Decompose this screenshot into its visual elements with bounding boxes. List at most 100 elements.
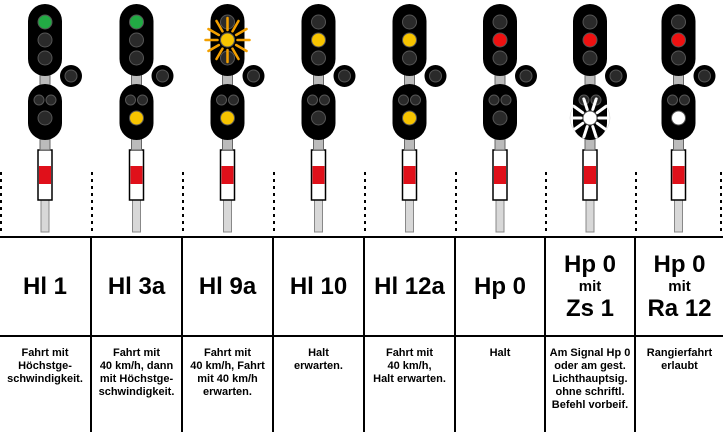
top-signal-lamp	[582, 14, 598, 30]
top-signal-lamp	[402, 32, 417, 48]
aspect-name-line: Hp 0	[653, 250, 706, 278]
flashing-rays	[572, 104, 585, 115]
aspect-name-line: mit	[578, 277, 602, 295]
flashing-rays	[591, 97, 598, 111]
aspect-description: Am Signal Hp 0 oder am gest. Lichthaupts…	[549, 347, 631, 411]
top-signal-lamp	[402, 50, 417, 66]
bottom-signal-lamp	[671, 110, 686, 126]
bottom-signal-lamp	[311, 110, 326, 126]
bottom-small-lamp	[679, 94, 690, 106]
aspect-description: Halt erwarten.	[294, 347, 343, 372]
flashing-rays	[591, 125, 598, 139]
top-signal-lamp	[311, 50, 326, 66]
bottom-small-lamp	[500, 94, 512, 106]
top-signal-lamp	[37, 14, 53, 30]
flashing-rays	[582, 97, 589, 111]
bottom-small-lamp	[228, 94, 239, 106]
aspect-name-line: Hp 0	[563, 250, 616, 278]
flashing-rays	[234, 43, 248, 53]
flashing-rays	[595, 104, 608, 115]
top-signal-lamp	[582, 50, 598, 66]
aspect-name: Hp 0	[456, 238, 544, 337]
aspect-name-line: Hl 9a	[198, 272, 257, 300]
aux-lamp	[156, 69, 169, 83]
top-signal-lamp-lit	[220, 32, 235, 48]
top-signal-lamp	[671, 14, 686, 30]
aux-lamp	[609, 69, 623, 83]
mast-plate-red-band	[221, 166, 234, 184]
aspect-description: Fahrt mit 40 km/h, Halt erwarten.	[373, 347, 446, 385]
mast-plate-red-band	[403, 166, 416, 184]
bottom-signal-lamp	[582, 110, 598, 126]
mast-plate-red-band	[672, 166, 685, 184]
bottom-small-lamp	[33, 94, 45, 106]
aspect-description: Rangierfahrt erlaubt	[646, 347, 713, 372]
aspect-column: Hl 3a Fahrt mit 40 km/h, dann mit Höchstg…	[92, 238, 183, 432]
aux-lamp	[698, 69, 711, 83]
aspect-name-line: Hl 10	[289, 272, 348, 300]
top-signal-lamp	[402, 14, 417, 30]
bottom-signal-lamp	[402, 110, 417, 126]
top-signal-lamp	[582, 32, 598, 48]
aspect-name: Hl 9a	[183, 238, 272, 337]
top-signal-lamp	[311, 32, 326, 48]
bottom-small-lamp	[216, 94, 227, 106]
flashing-rays	[595, 121, 608, 132]
flashing-rays	[207, 27, 221, 37]
flashing-rays	[582, 125, 589, 139]
aspect-description: Halt	[489, 347, 511, 359]
top-signal-lamp	[671, 50, 686, 66]
flashing-rays	[572, 121, 585, 132]
top-signal-lamp	[671, 32, 686, 48]
aspect-name: Hl 10	[274, 238, 363, 337]
mast-plate-red-band	[312, 166, 325, 184]
flashing-rays	[215, 47, 224, 61]
bottom-small-lamp	[410, 94, 421, 106]
bottom-small-lamp	[137, 94, 148, 106]
flashing-rays	[234, 27, 248, 37]
bottom-signal-lamp	[37, 110, 53, 126]
bottom-small-lamp	[667, 94, 678, 106]
aspect-name-line: Hl 3a	[107, 272, 166, 300]
aux-lamp	[247, 69, 260, 83]
mast-plate-red-band	[584, 166, 596, 184]
top-signal-lamp	[37, 50, 53, 66]
aspect-name-line: Hl 1	[22, 272, 67, 300]
aspect-name: Hl 1	[0, 238, 90, 337]
bottom-signal-lamp	[492, 110, 508, 126]
top-signal-lamp	[129, 50, 144, 66]
top-signal-lamp	[129, 14, 144, 30]
mast-plate-red-band	[494, 166, 506, 184]
aspect-description: Fahrt mit 40 km/h, Fahrt mit 40 km/h erw…	[190, 347, 265, 398]
top-signal-lamp	[311, 14, 326, 30]
aspect-name-line: Hp 0	[473, 272, 526, 300]
bottom-small-lamp	[125, 94, 136, 106]
top-signal-lamp	[492, 50, 508, 66]
aspect-description: Fahrt mit 40 km/h, dann mit Höchstge- sc…	[98, 347, 175, 398]
aspect-name-line: Ra 12	[647, 294, 712, 322]
aspect-name-line: mit	[668, 277, 691, 295]
aspect-name-line: Zs 1	[565, 294, 615, 322]
bottom-signal-lamp	[129, 110, 144, 126]
aspect-description: Fahrt mit Höchstge- schwindigkeit.	[7, 347, 83, 385]
bottom-small-lamp	[319, 94, 330, 106]
flashing-rays	[231, 47, 240, 61]
mast-plate-red-band	[130, 166, 143, 184]
flashing-rays	[207, 43, 221, 53]
bottom-small-lamp	[398, 94, 409, 106]
aspect-name: Hl 3a	[92, 238, 181, 337]
mast-plate-red-band	[39, 166, 51, 184]
bottom-signal-lamp	[220, 110, 235, 126]
aux-lamp	[338, 69, 351, 83]
aspect-column: Hl 10 Halt erwarten.	[274, 238, 365, 432]
aspect-name-line: Hl 12a	[374, 272, 445, 300]
flash-outline	[569, 97, 611, 139]
aux-lamp	[64, 69, 78, 83]
bottom-small-lamp	[307, 94, 318, 106]
